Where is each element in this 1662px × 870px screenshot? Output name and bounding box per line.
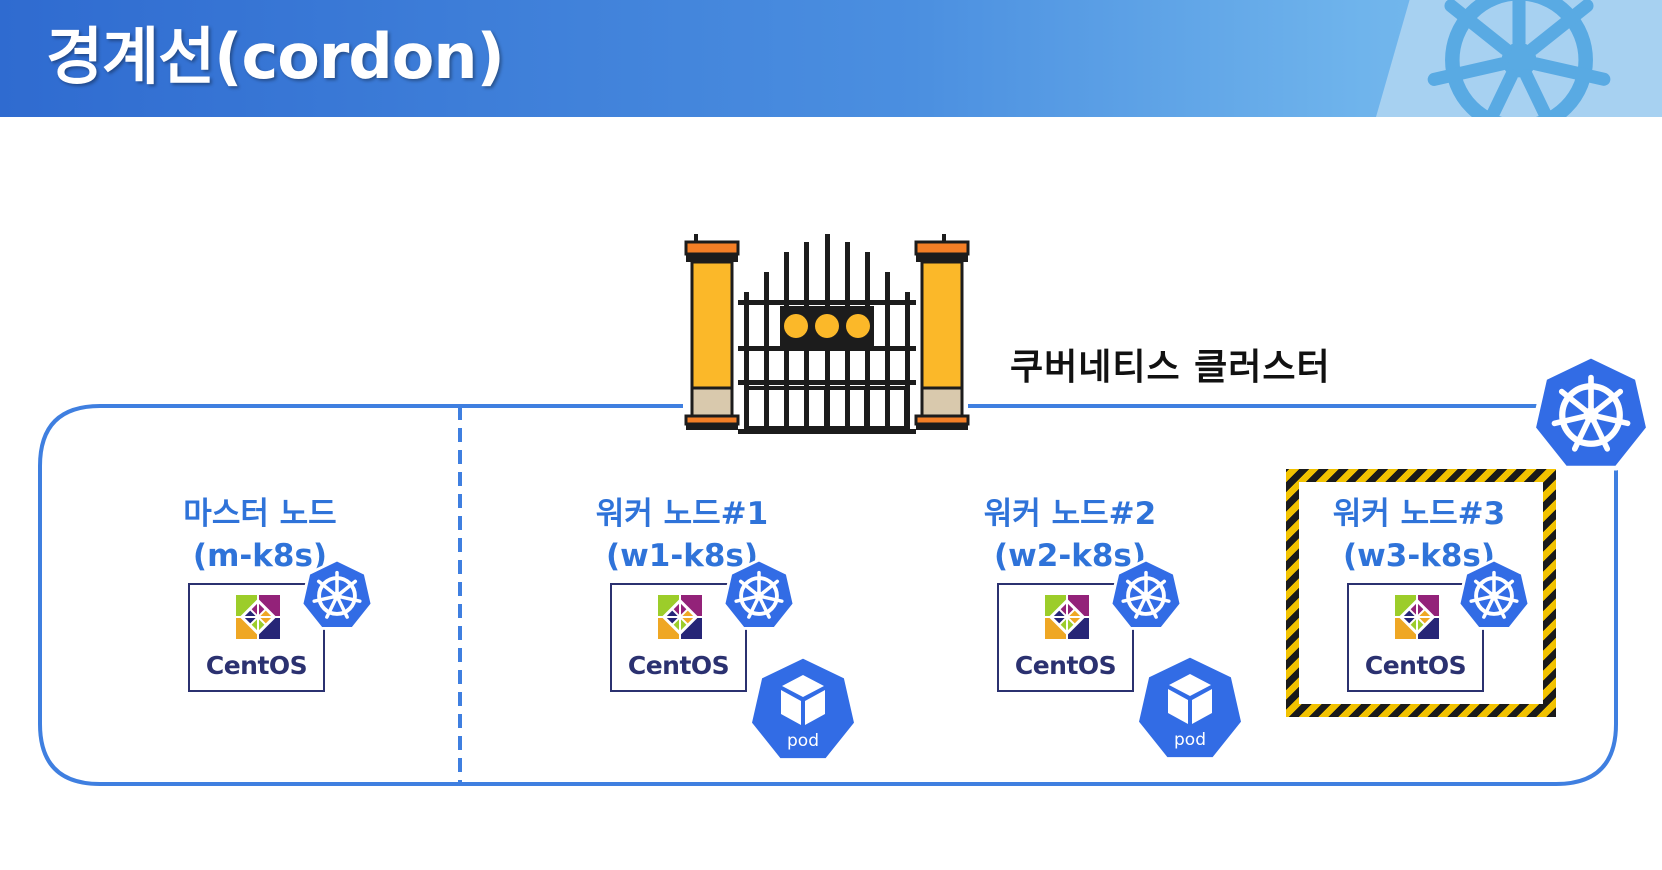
kubernetes-wheel-icon bbox=[1528, 352, 1654, 478]
node-host: (w3-k8s) bbox=[1342, 538, 1496, 574]
os-label: CentOS bbox=[205, 651, 308, 680]
node-host: (w2-k8s) bbox=[993, 538, 1147, 574]
node-name: 워커 노드#3 bbox=[1332, 496, 1506, 532]
pod-cube-icon bbox=[748, 655, 858, 762]
node-name: 마스터 노드 bbox=[183, 496, 337, 532]
title-banner: 경계선(cordon) bbox=[0, 0, 1662, 117]
pod-label: pod bbox=[1174, 730, 1206, 750]
page-title: 경계선(cordon) bbox=[46, 20, 505, 93]
kubernetes-wheel-icon bbox=[722, 558, 796, 630]
centos-box: CentOS bbox=[188, 583, 325, 692]
pod-badge: pod bbox=[747, 655, 859, 767]
node-name: 워커 노드#1 bbox=[595, 496, 769, 532]
kubernetes-wheel-icon bbox=[300, 558, 374, 630]
centos-logo-icon bbox=[1043, 593, 1091, 641]
pod-badge: pod bbox=[1134, 654, 1246, 766]
pod-label: pod bbox=[787, 731, 819, 751]
pod-cube-icon bbox=[1135, 654, 1245, 761]
os-label: CentOS bbox=[1364, 651, 1467, 680]
node-name: 워커 노드#2 bbox=[983, 496, 1157, 532]
centos-logo-icon bbox=[1393, 593, 1441, 641]
os-label: CentOS bbox=[1014, 651, 1117, 680]
kubernetes-wheel-icon bbox=[1427, 0, 1611, 117]
node-host: (w1-k8s) bbox=[605, 538, 759, 574]
node-host: (m-k8s) bbox=[192, 538, 328, 574]
centos-logo-icon bbox=[234, 593, 282, 641]
centos-logo-icon bbox=[656, 593, 704, 641]
kubernetes-wheel-icon bbox=[1109, 558, 1183, 630]
os-label: CentOS bbox=[627, 651, 730, 680]
cluster-label: 쿠버네티스 클러스터 bbox=[1010, 347, 1331, 388]
centos-box: CentOS bbox=[1347, 583, 1484, 692]
kubernetes-wheel-icon bbox=[1457, 558, 1531, 630]
gate-icon bbox=[684, 234, 970, 434]
